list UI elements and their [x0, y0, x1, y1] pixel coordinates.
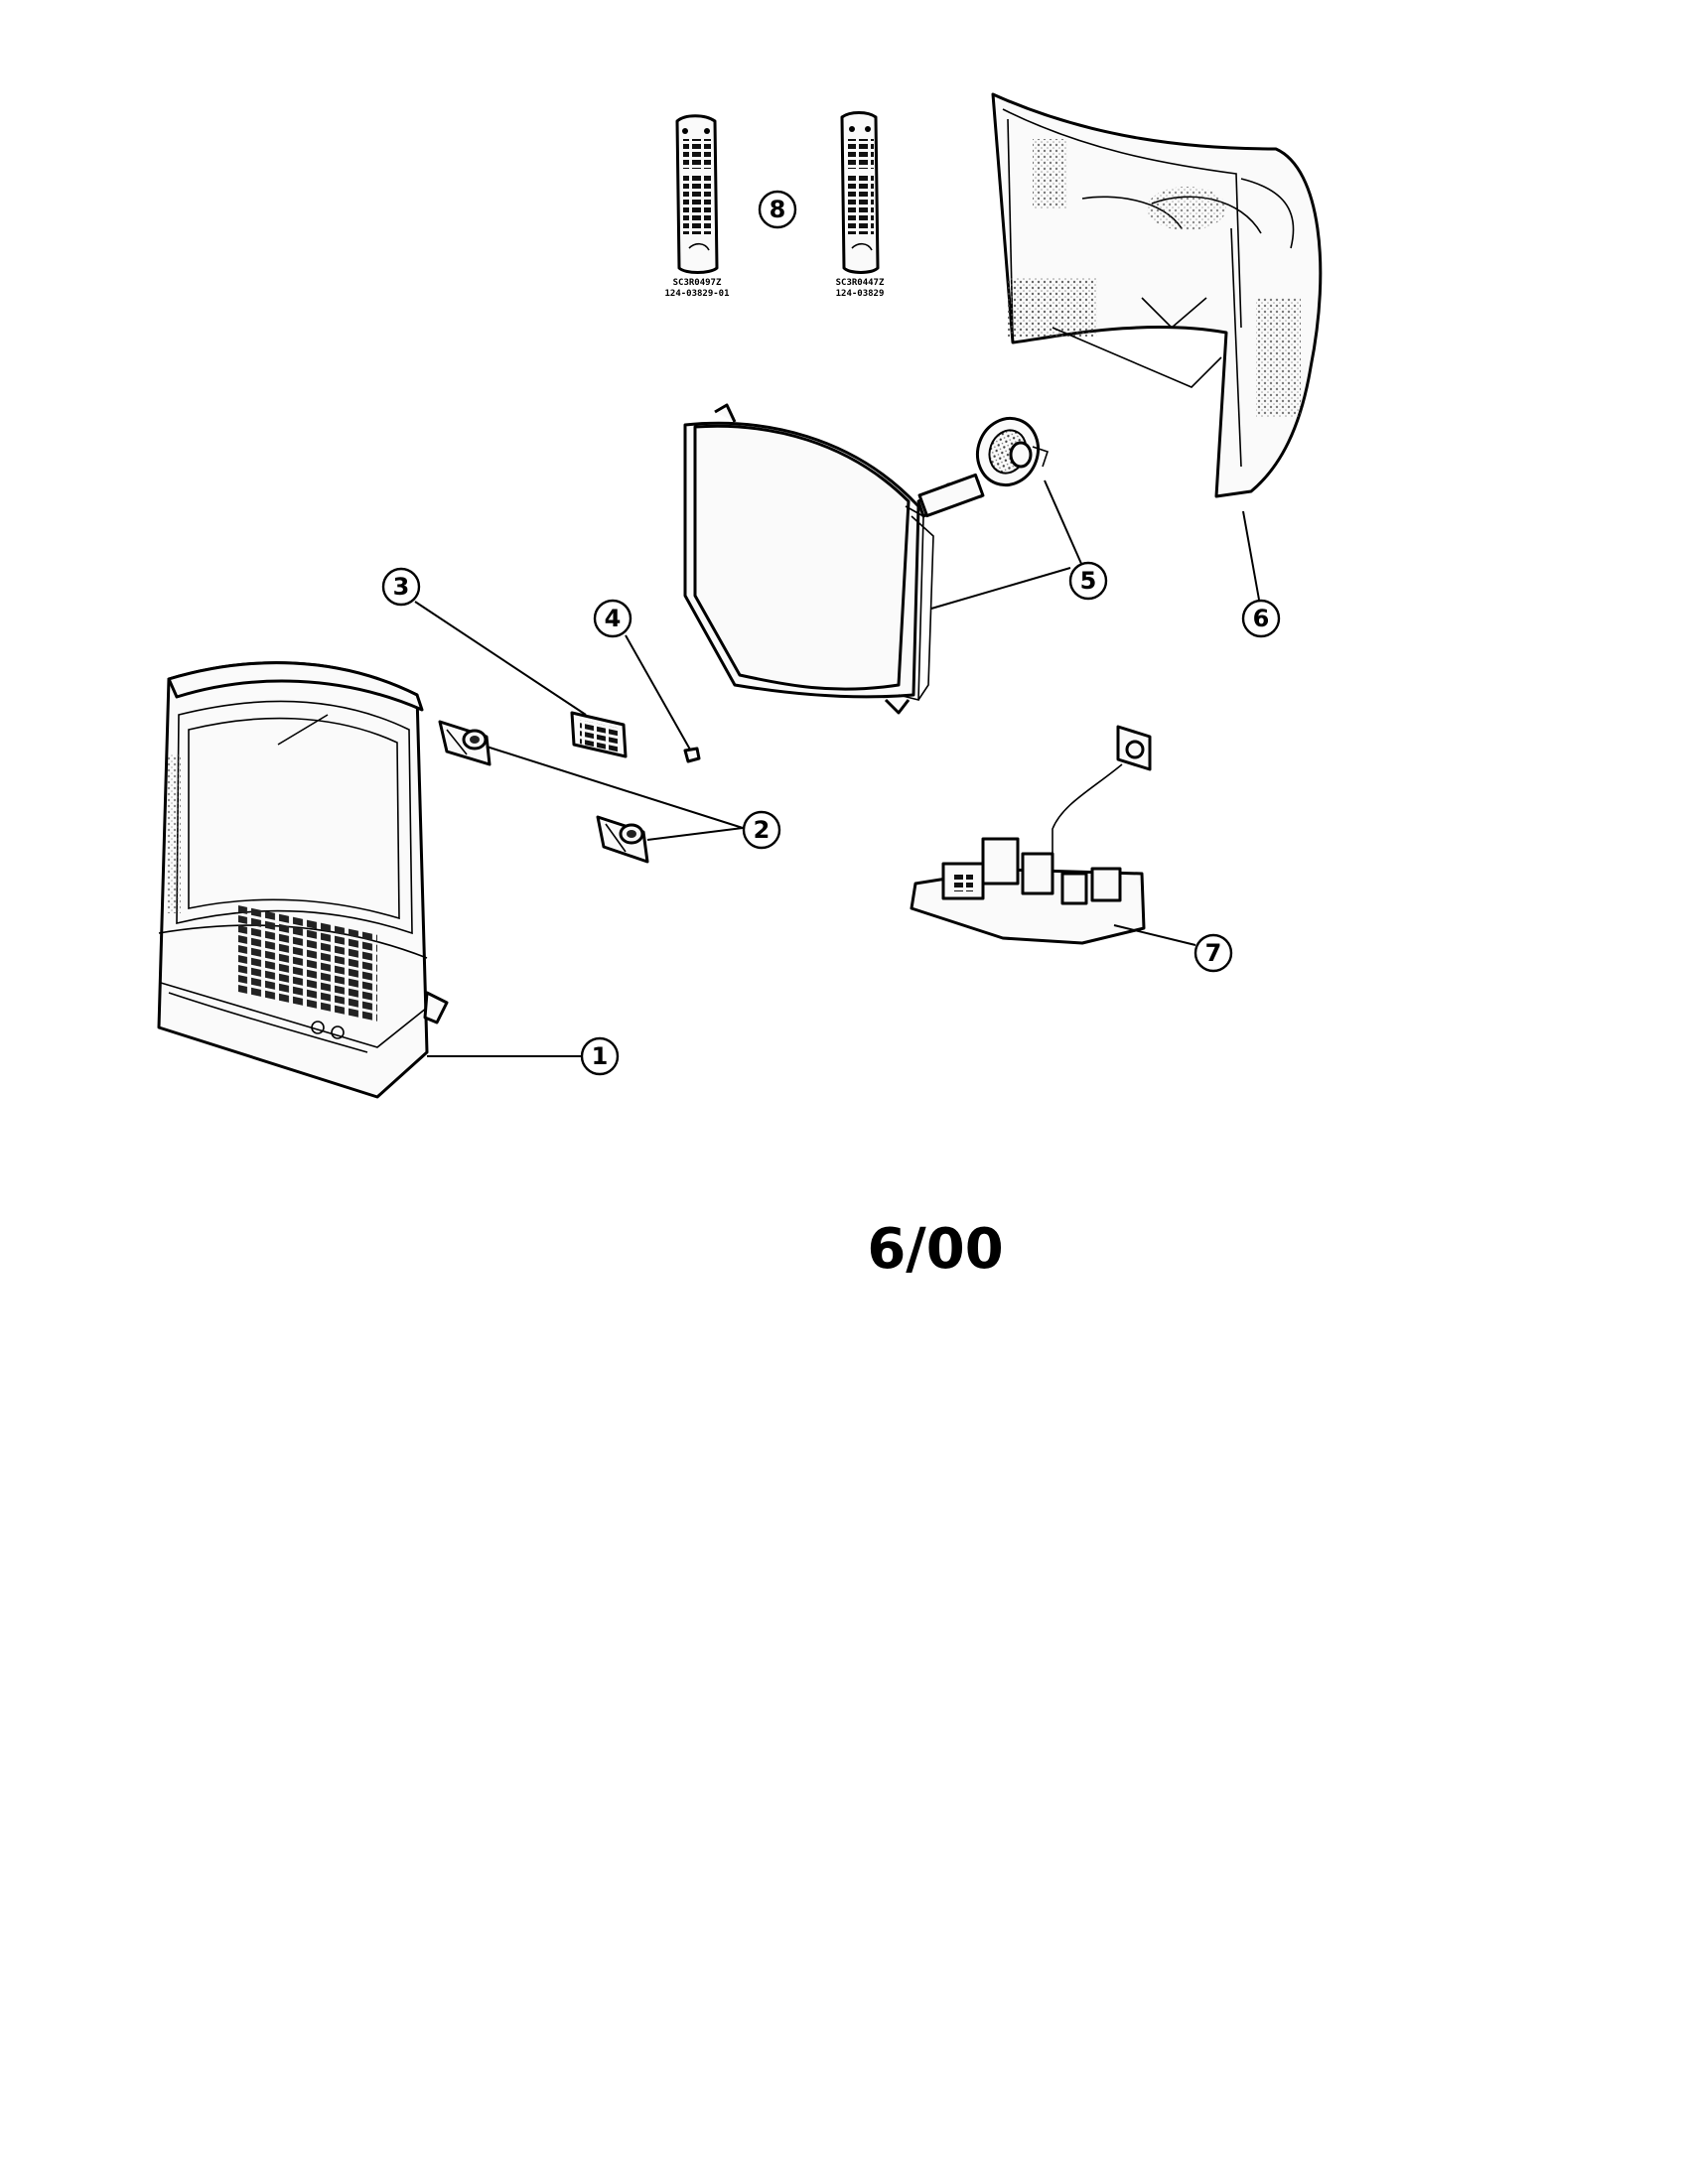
callout-3: 3	[381, 567, 421, 607]
remote-left: SC3R0497Z 124-03829-01	[664, 114, 730, 299]
callout-3-label: 3	[393, 573, 410, 601]
callout-5: 5	[1068, 561, 1108, 601]
speaker-lower	[596, 815, 649, 864]
callout-4-label: 4	[605, 605, 622, 632]
callout-4: 4	[593, 599, 632, 638]
power-knob	[683, 747, 701, 763]
control-board	[570, 711, 628, 758]
front-cabinet	[157, 661, 449, 1099]
callout-1: 1	[580, 1036, 620, 1076]
callout-2: 2	[742, 810, 781, 850]
speakers	[438, 720, 649, 864]
picture-tube	[683, 403, 985, 715]
revision-date: 6/00	[867, 1217, 1003, 1282]
callout-5-label: 5	[1080, 567, 1097, 595]
back-cabinet	[991, 92, 1323, 498]
callout-8-label: 8	[770, 196, 786, 223]
leader-lines	[414, 479, 1260, 1057]
callout-7: 7	[1193, 933, 1233, 973]
callout-7-label: 7	[1205, 939, 1222, 967]
remote-right-model: SC3R0447Z	[836, 278, 885, 288]
speaker-upper	[438, 720, 491, 766]
remote-left-model: SC3R0497Z	[673, 278, 722, 288]
leader-4	[625, 634, 691, 751]
main-circuit-board	[910, 725, 1152, 945]
leader-5b	[930, 567, 1071, 610]
leader-3	[414, 601, 587, 716]
leader-6	[1242, 510, 1260, 601]
callout-6: 6	[1241, 599, 1281, 638]
callout-6-label: 6	[1253, 605, 1270, 632]
callout-8: 8	[758, 190, 797, 229]
callout-2-label: 2	[754, 816, 771, 844]
leader-2b	[646, 827, 744, 841]
callout-1-label: 1	[592, 1042, 609, 1070]
leader-2a	[486, 746, 744, 829]
remote-left-part-number: 124-03829-01	[664, 289, 729, 299]
leader-5a	[1044, 479, 1083, 567]
deflection-yoke	[976, 416, 1050, 487]
remote-right: SC3R0447Z 124-03829	[836, 111, 885, 299]
leader-7	[1113, 924, 1196, 946]
remote-right-part-number: 124-03829	[836, 289, 885, 299]
